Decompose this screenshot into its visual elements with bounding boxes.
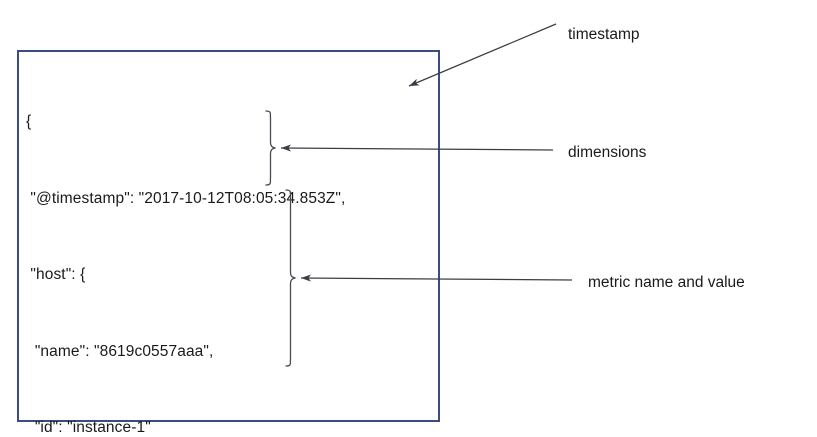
json-document-box: [17, 50, 440, 422]
annotation-label-timestamp: timestamp: [568, 26, 640, 43]
json-line-host-name: "name": "8619c0557aaa",: [26, 342, 214, 360]
json-code-block: { "@timestamp": "2017-10-12T08:05:34.853…: [26, 58, 426, 437]
annotation-label-dimensions: dimensions: [568, 144, 647, 161]
json-line-host-id: "id": "instance-1": [26, 419, 151, 436]
json-line-host-open: "host": {: [26, 266, 86, 283]
json-line-0: {: [26, 113, 32, 130]
annotation-label-metric: metric name and value: [588, 274, 745, 291]
json-line-timestamp: "@timestamp": "2017-10-12T08:05:34.853Z"…: [26, 189, 346, 207]
